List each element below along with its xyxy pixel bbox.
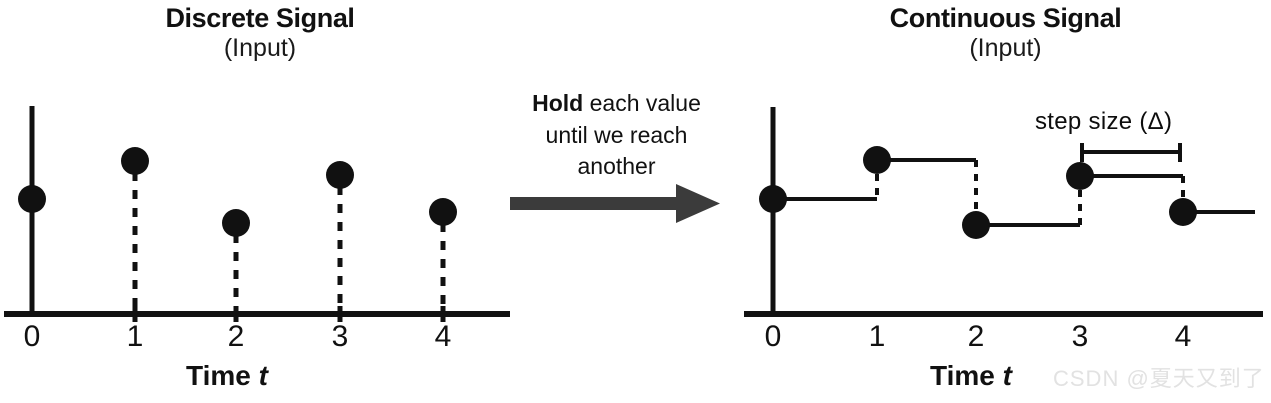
- continuous-signal-plot: [744, 107, 1263, 317]
- step-size-annotation: step size (Δ): [1035, 108, 1173, 135]
- hold-explanation-line-3: another: [577, 153, 656, 180]
- sample-dot-t0: [18, 185, 46, 213]
- right-panel-title-main: Continuous Signal: [889, 3, 1122, 33]
- x-axis-title: Time t: [186, 360, 268, 392]
- right-panel-title-sub: (Input): [969, 34, 1042, 63]
- hold-segments: [773, 158, 1255, 227]
- x-axis-title-variable: t: [1002, 360, 1012, 391]
- right-arrow-icon: [510, 184, 720, 223]
- stem-lines: [132, 172, 446, 314]
- hold-dot-t1: [863, 146, 891, 174]
- sample-dot-t4: [429, 198, 457, 226]
- x-tick-label-1: 1: [126, 320, 144, 353]
- sample-dot-t2: [222, 209, 250, 237]
- left-panel-title-main: Discrete Signal: [165, 3, 355, 33]
- hold-explanation-line-2: until we reach: [545, 121, 688, 148]
- hold-explanation-line-1: Hold each value: [494, 88, 739, 120]
- csdn-watermark: CSDN @夏天又到了: [1053, 366, 1265, 391]
- left-panel-title: Discrete Signal (Input): [0, 3, 520, 63]
- hold-explanation-text: Hold each value until we reach another: [494, 88, 739, 183]
- hold-dot-t0: [759, 185, 787, 213]
- sample-dot-t1: [121, 147, 149, 175]
- sample-dots: [18, 147, 457, 237]
- x-axis-title-text: Time: [186, 360, 259, 391]
- continuous-signal-panel: Continuous Signal (Input): [740, 0, 1271, 403]
- hold-dots: [759, 146, 1197, 239]
- transform-arrow: [510, 182, 725, 233]
- x-tick-label-0: 0: [764, 320, 782, 353]
- right-panel-title: Continuous Signal (Input): [740, 3, 1271, 63]
- hold-dot-t3: [1066, 162, 1094, 190]
- x-tick-label-0: 0: [23, 320, 41, 353]
- x-tick-label-4: 4: [434, 320, 452, 353]
- x-tick-label-2: 2: [227, 320, 245, 353]
- hold-keyword: Hold: [532, 90, 584, 116]
- step-size-bracket: [1080, 143, 1182, 162]
- left-panel-title-sub: (Input): [223, 34, 297, 63]
- hold-dot-t4: [1169, 198, 1197, 226]
- x-tick-label-4: 4: [1174, 320, 1192, 353]
- x-tick-label-3: 3: [331, 320, 349, 353]
- discrete-signal-plot: [4, 106, 510, 322]
- discrete-signal-panel: Discrete Signal (Input): [0, 0, 520, 403]
- hold-explanation-line-1-rest: each value: [583, 90, 701, 116]
- x-tick-label-3: 3: [1071, 320, 1089, 353]
- x-tick-label-2: 2: [967, 320, 985, 353]
- sample-dot-t3: [326, 161, 354, 189]
- x-axis-title-text: Time: [930, 360, 1003, 391]
- transition-lines: [875, 160, 1185, 225]
- x-axis-title: Time t: [930, 360, 1012, 392]
- hold-dot-t2: [962, 211, 990, 239]
- x-axis-title-variable: t: [258, 360, 268, 391]
- x-tick-label-1: 1: [868, 320, 886, 353]
